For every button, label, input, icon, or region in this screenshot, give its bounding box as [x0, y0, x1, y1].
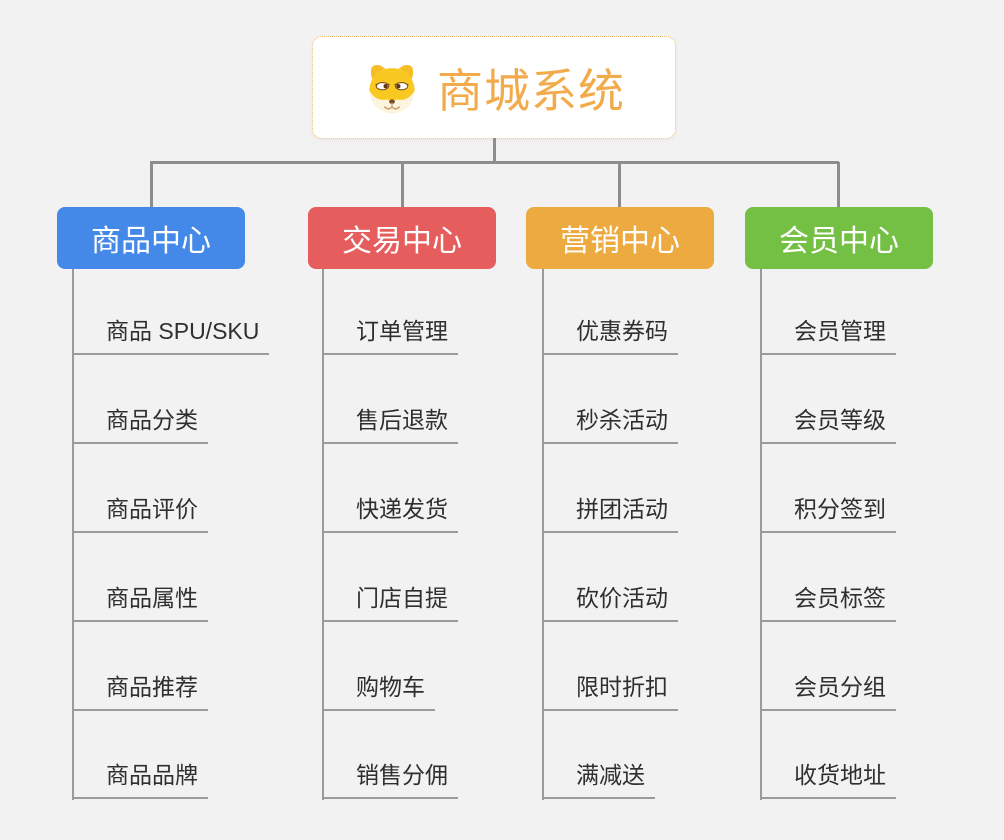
branch-trunk-line [322, 269, 324, 800]
leaf-node[interactable]: 商品属性 [72, 576, 208, 622]
root-node[interactable]: 商城系统 [312, 36, 676, 139]
leaf-node[interactable]: 收货地址 [760, 753, 896, 799]
leaf-node[interactable]: 购物车 [322, 665, 435, 711]
leaf-node[interactable]: 商品推荐 [72, 665, 208, 711]
leaf-node[interactable]: 商品品牌 [72, 753, 208, 799]
leaf-node[interactable]: 满减送 [542, 753, 655, 799]
leaf-node[interactable]: 限时折扣 [542, 665, 678, 711]
leaf-node[interactable]: 订单管理 [322, 309, 458, 355]
branch-trunk-line [72, 269, 74, 800]
branch-label: 交易中心 [342, 225, 462, 258]
shiba-dog-icon [369, 64, 415, 113]
leaf-node[interactable]: 砍价活动 [542, 576, 678, 622]
branch-node-marketing-center[interactable]: 营销中心 [526, 207, 714, 269]
leaf-node[interactable]: 会员分组 [760, 665, 896, 711]
connector-drop-branch-1 [150, 162, 153, 208]
branch-node-member-center[interactable]: 会员中心 [745, 207, 933, 269]
leaf-node[interactable]: 会员等级 [760, 398, 896, 444]
connector-root-drop [493, 138, 496, 163]
leaf-node[interactable]: 商品 SPU/SKU [72, 309, 270, 355]
connector-bus [150, 161, 839, 164]
branch-trunk-line [760, 269, 762, 800]
leaf-node[interactable]: 销售分佣 [322, 753, 458, 799]
branch-node-trade-center[interactable]: 交易中心 [308, 207, 496, 269]
leaf-node[interactable]: 拼团活动 [542, 487, 678, 533]
branch-label: 会员中心 [779, 225, 899, 258]
leaf-node[interactable]: 优惠券码 [542, 309, 678, 355]
branch-trunk-line [542, 269, 544, 800]
leaf-node[interactable]: 会员标签 [760, 576, 896, 622]
connector-drop-branch-2 [401, 162, 404, 208]
connector-drop-branch-3 [618, 162, 621, 208]
leaf-node[interactable]: 快递发货 [322, 487, 458, 533]
leaf-node[interactable]: 会员管理 [760, 309, 896, 355]
branch-label: 营销中心 [560, 225, 680, 258]
branch-label: 商品中心 [91, 225, 211, 258]
branch-node-product-center[interactable]: 商品中心 [57, 207, 245, 269]
leaf-node[interactable]: 商品分类 [72, 398, 208, 444]
leaf-node[interactable]: 积分签到 [760, 487, 896, 533]
leaf-node[interactable]: 门店自提 [322, 576, 458, 622]
leaf-node[interactable]: 秒杀活动 [542, 398, 678, 444]
leaf-node[interactable]: 售后退款 [322, 398, 458, 444]
connector-drop-branch-4 [837, 162, 840, 208]
root-title: 商城系统 [437, 64, 625, 117]
leaf-node[interactable]: 商品评价 [72, 487, 208, 533]
